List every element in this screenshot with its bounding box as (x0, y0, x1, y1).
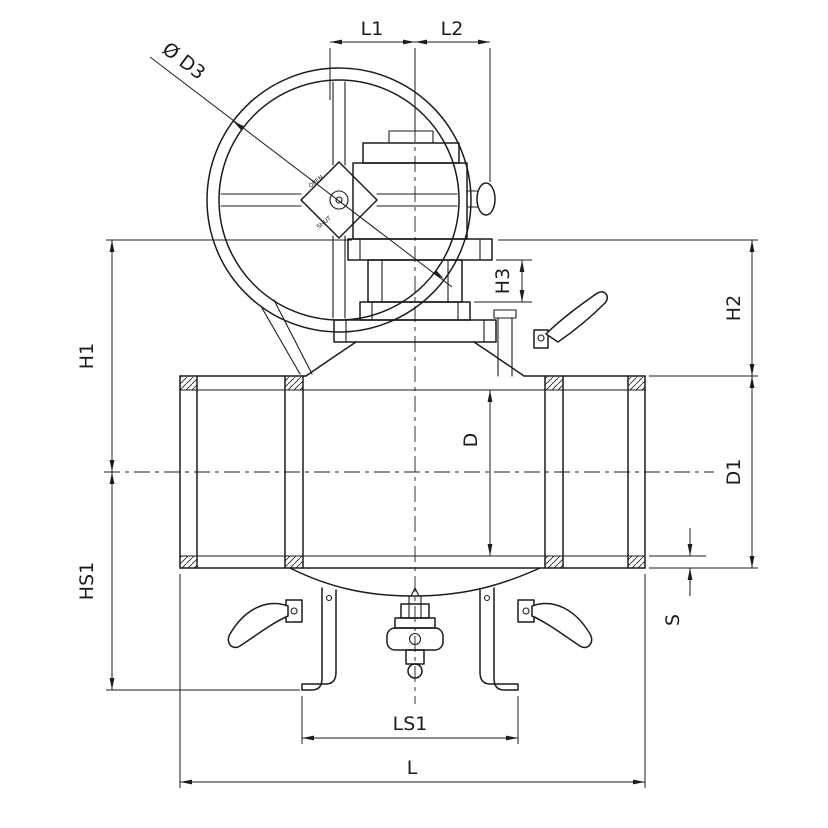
dimension-h2-d1: H2 D1 (498, 239, 758, 569)
centerlines (104, 126, 714, 704)
grease-fitting (410, 587, 420, 597)
upper-right-lever (545, 291, 608, 343)
dim-label-h1: H1 (76, 343, 98, 369)
gearbox-cover (362, 142, 460, 164)
dim-label-l: L (407, 757, 418, 779)
right-leg (479, 587, 519, 691)
bonnet-assembly (261, 259, 525, 377)
dimension-ls1: LS1 (301, 696, 519, 744)
dimension-h3: H3 (474, 259, 532, 303)
neck-left (305, 341, 357, 377)
dimension-h1-hs1: H1 HS1 (76, 239, 352, 691)
dim-label-d: D (460, 433, 482, 448)
dim-label-ls1: LS1 (393, 713, 428, 735)
input-flange (476, 182, 496, 216)
vent-pipe (493, 309, 517, 377)
bore-lines (179, 389, 646, 557)
upper-right-boss (533, 329, 549, 349)
dim-label-d1: D1 (723, 459, 745, 486)
valve-body (179, 375, 646, 597)
dim-label-h2: H2 (723, 295, 745, 321)
dimensions: L1 L2 Ø D3 H1 HS1 H2 D1 (76, 18, 758, 788)
drain-valve (386, 587, 444, 679)
dim-label-l1: L1 (361, 18, 384, 40)
drain-cap (407, 663, 423, 679)
left-closure-flange (284, 375, 304, 569)
dim-label-l2: L2 (441, 18, 464, 40)
dimension-l1-l2: L1 L2 (329, 18, 491, 182)
input-shaft (466, 190, 479, 208)
top-flange (333, 319, 497, 343)
dimension-s: S (649, 528, 706, 626)
dim-label-h3: H3 (492, 268, 514, 294)
weld-bevel-hatching (180, 377, 645, 568)
lower-left-lever (227, 602, 289, 649)
neck-right (473, 341, 525, 377)
right-closure-flange (544, 375, 564, 569)
mounting-plate (347, 238, 493, 261)
left-leg (301, 587, 337, 691)
dim-label-d3: Ø D3 (158, 38, 209, 84)
gusset (261, 299, 313, 375)
dim-label-hs1: HS1 (76, 562, 98, 600)
left-weld-end (179, 375, 198, 569)
position-indicator (388, 130, 434, 144)
handwheel: OPEN SHUT (206, 67, 472, 333)
support-legs (301, 587, 519, 691)
vent-levers (227, 291, 608, 649)
lower-right-lever (531, 602, 593, 649)
dimension-d: D (460, 390, 493, 556)
right-weld-end (627, 375, 646, 569)
handwheel-hub (300, 161, 378, 239)
dim-label-s: S (662, 614, 684, 626)
handwheel-spokes (220, 81, 458, 319)
dimension-l: L (179, 574, 646, 788)
